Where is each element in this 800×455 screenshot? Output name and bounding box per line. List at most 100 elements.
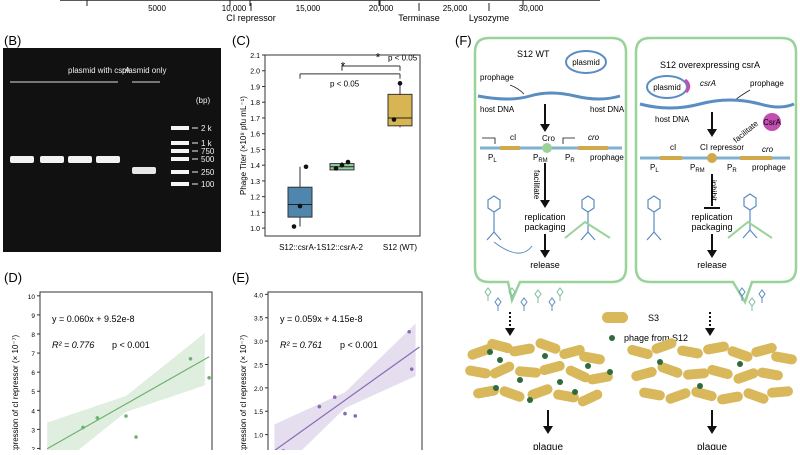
phage-dot — [557, 379, 563, 385]
confidence-band — [47, 332, 205, 455]
bacterium-s3 — [473, 385, 499, 399]
inhibit-label: inhibit — [709, 180, 718, 202]
y-tick-label: 2.0 — [254, 386, 263, 393]
panel-label: (F) — [455, 33, 472, 48]
data-point — [124, 414, 128, 418]
y-tick-label: 2.0 — [250, 69, 260, 76]
y-tick-label: 1.0 — [254, 433, 263, 440]
panel-label: (C) — [232, 33, 250, 48]
panel-c: (C) 1.01.11.21.31.41.51.61.71.81.92.02.1… — [232, 33, 421, 252]
promoter-pl: PL — [488, 153, 497, 164]
phage-dot — [542, 353, 548, 359]
y-axis-label: e expression of cI repressor (× 10⁻⁷) — [239, 334, 248, 450]
annotation-terminase: Terminase — [398, 13, 440, 23]
csra-protein-label: CsrA — [763, 118, 781, 127]
ladder-band — [171, 170, 189, 174]
gel-group-label: plasmid with csrA — [68, 66, 131, 75]
phage-dot — [607, 369, 613, 375]
ladder-band — [171, 157, 189, 161]
bacterium-s3 — [657, 362, 683, 378]
bacterium-s3 — [577, 389, 603, 407]
p-value-label: p < 0.001 — [112, 340, 150, 350]
bacterium-s3 — [539, 360, 565, 376]
axis-tick: 10,000 — [222, 4, 247, 13]
phage-dot — [737, 361, 743, 367]
phage-dot — [697, 383, 703, 389]
axis-tick: 20,000 — [369, 4, 394, 13]
host-dna-label: host DNA — [590, 105, 625, 114]
regression-equation: y = 0.059x + 4.15e-8 — [280, 314, 363, 324]
plot-frame — [39, 291, 213, 455]
released-phage — [548, 297, 556, 307]
data-point — [345, 159, 351, 165]
cro-protein — [542, 143, 552, 153]
bacterium-s3 — [703, 341, 729, 355]
host-dna — [639, 98, 795, 110]
panel-e: (E) 0.51.01.52.02.53.03.54.0y = 0.059x +… — [232, 270, 423, 455]
gel-group-label: plasmid only — [122, 66, 166, 75]
facilitate-label: facilitate — [732, 119, 761, 145]
panel-label: (D) — [4, 270, 22, 285]
panel-b: (B) plasmid with csrA plasmid only (bp) … — [3, 33, 221, 252]
y-tick-label: 2 — [31, 446, 35, 450]
y-axis-label: Phage Titer (×10⁸ pfu mL⁻¹) — [239, 96, 248, 195]
data-point — [339, 162, 345, 168]
bacterium-s3 — [465, 365, 491, 379]
x-tick-label: S12::csrA-2 — [321, 243, 363, 252]
bacterium-s3 — [627, 344, 653, 360]
phage-icon — [646, 195, 662, 241]
y-tick-label: 1.1 — [250, 210, 260, 217]
bacterium-s3 — [651, 338, 677, 354]
data-point — [134, 435, 138, 439]
gene-ci: cI — [510, 133, 516, 142]
r-squared: R² = 0.776 — [52, 340, 94, 350]
data-point — [81, 425, 85, 430]
promoter-prm: PRM — [533, 153, 548, 164]
host-dna-label: host DNA — [655, 115, 690, 124]
axis-tick: 15,000 — [296, 4, 321, 13]
ladder-band — [171, 149, 189, 153]
data-point — [333, 166, 339, 171]
ladder-unit: (bp) — [196, 96, 211, 105]
ladder-label: 2 k — [201, 124, 213, 133]
p-value-label: p < 0.05 — [330, 79, 360, 88]
y-tick-label: 3.5 — [254, 316, 263, 323]
bacterium-s3 — [499, 386, 525, 402]
box — [387, 93, 413, 127]
bacterium-s3 — [683, 368, 709, 380]
box — [287, 186, 313, 218]
bacterium-s3 — [757, 367, 783, 381]
bacterium-s3 — [767, 386, 793, 398]
y-tick-label: 1.6 — [250, 132, 260, 139]
y-tick-label: 1.0 — [250, 226, 260, 233]
bacterium-s12-wt — [473, 36, 628, 304]
significance-star: * — [376, 50, 381, 64]
data-point — [397, 81, 403, 86]
bacterium-s3 — [717, 391, 743, 405]
y-tick-label: 3 — [31, 427, 35, 434]
plaque-label: plaque — [697, 442, 727, 450]
y-tick-label: 5 — [31, 389, 35, 396]
y-tick-label: 1.8 — [250, 100, 260, 107]
plot-frame — [267, 291, 423, 455]
confidence-band — [274, 323, 416, 455]
bacterium-s3 — [631, 366, 657, 382]
bacterium-s3 — [489, 361, 515, 379]
plasmid-label: plasmid — [572, 58, 600, 67]
bacterium-s3 — [677, 345, 703, 359]
released-phage — [738, 287, 746, 297]
ladder-band — [171, 126, 189, 130]
phage-legend-label: phage from S12 — [624, 333, 688, 343]
y-tick-label: 1.3 — [250, 179, 260, 186]
regression-line — [46, 356, 210, 450]
cro-protein-label: Cro — [542, 134, 555, 143]
data-point — [291, 224, 297, 229]
regression-equation: y = 0.060x + 9.52e-8 — [52, 314, 135, 324]
released-phage — [534, 289, 542, 299]
significance-star: * — [341, 60, 346, 74]
phage-legend-dot — [609, 335, 615, 341]
data-point — [207, 376, 211, 380]
gel-band — [96, 156, 120, 163]
